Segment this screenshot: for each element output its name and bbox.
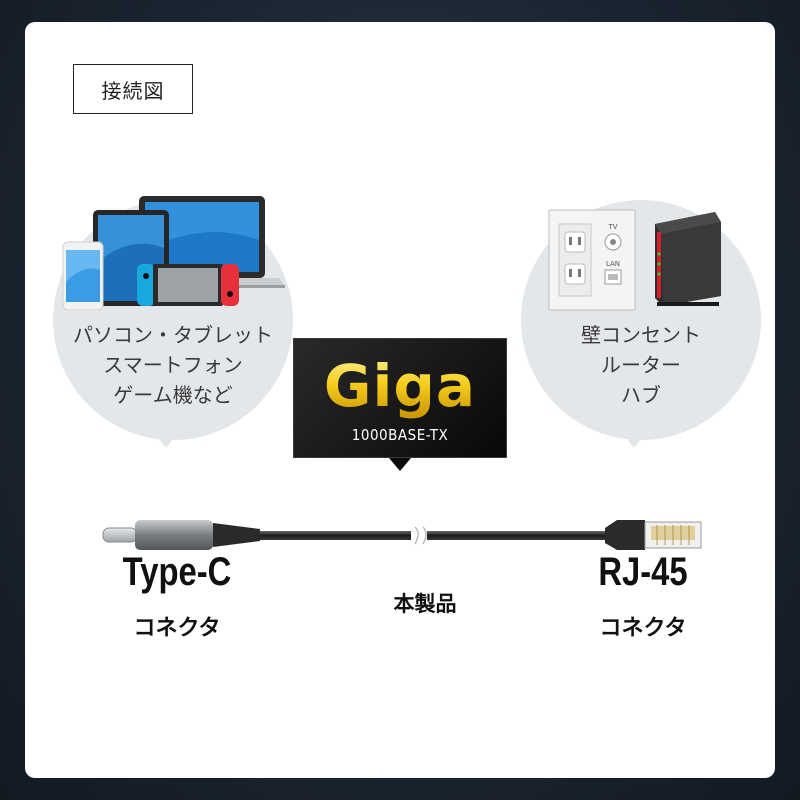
diagram-card: 接続図 [25, 22, 775, 778]
network-equipment-illustration: TV LAN [548, 209, 721, 311]
giga-standard-text: 1000BASE-TX [351, 426, 449, 444]
router-icon [655, 212, 721, 306]
source-line-smartphone: スマートフォン [103, 353, 243, 377]
devices-illustration [62, 196, 285, 310]
giga-logo-text: Giga [293, 352, 507, 420]
cable-illustration [102, 520, 702, 550]
type-c-connector-name: Type-C [122, 550, 232, 594]
smartphone-icon [62, 241, 104, 310]
product-label: 本製品 [393, 593, 457, 616]
type-c-connector-sublabel: コネクタ [133, 615, 221, 640]
destination-line-router: ルーター [601, 353, 681, 377]
source-bubble-pointer [155, 434, 177, 448]
source-line-pc-tablet: パソコン・タブレット [73, 323, 273, 347]
source-line-game: ゲーム機など [113, 383, 233, 407]
rj45-connector-sublabel: コネクタ [599, 615, 687, 640]
destination-devices-text: 壁コンセント ルーター ハブ [521, 320, 761, 410]
diagram-title: 接続図 [73, 64, 193, 114]
type-c-connector-icon [102, 520, 260, 550]
source-devices-text: パソコン・タブレット スマートフォン ゲーム機など [53, 320, 293, 410]
rj45-connector-icon [605, 520, 702, 550]
wall-outlet-icon: TV LAN [548, 209, 636, 311]
destination-line-wall-outlet: 壁コンセント [581, 323, 701, 347]
tv-port-label: TV [607, 223, 617, 231]
giga-badge-pointer [389, 458, 411, 471]
destination-line-hub: ハブ [621, 383, 661, 407]
game-console-icon [137, 264, 239, 306]
destination-bubble-pointer [623, 434, 645, 448]
lan-port-label: LAN [606, 260, 620, 268]
rj45-connector-name: RJ-45 [598, 550, 688, 594]
giga-badge: Giga 1000BASE-TX [293, 338, 507, 458]
cable-break-mark [414, 526, 427, 545]
